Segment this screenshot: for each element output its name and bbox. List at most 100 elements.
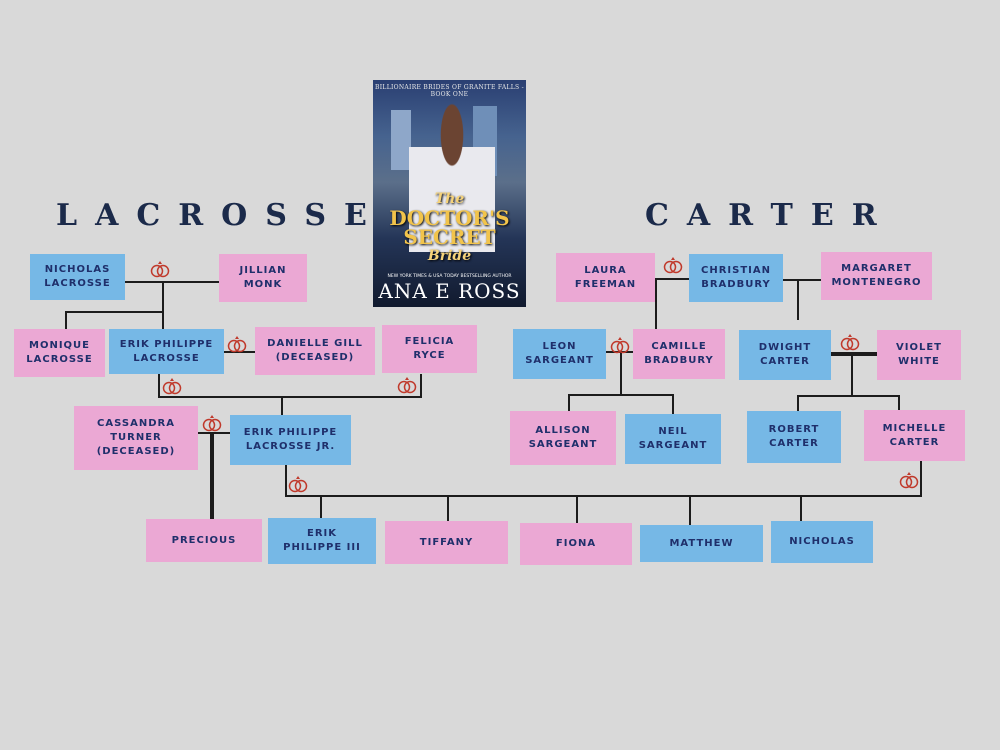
wedding-rings-icon [288, 476, 308, 493]
person-name: FELICIA RYCE [404, 336, 455, 361]
connector-line [420, 374, 422, 398]
person-name: FIONA [555, 538, 597, 549]
connector-line [210, 432, 214, 520]
person-dwight-carter: DWIGHT CARTER [739, 330, 831, 380]
person-nicholas-lacrosse: NICHOLAS LACROSSE [30, 254, 125, 300]
wedding-rings-icon [227, 336, 247, 353]
person-name: LAURA FREEMAN [574, 264, 637, 290]
connector-line [158, 396, 422, 398]
person-name: NICHOLAS LACROSSE [44, 264, 111, 289]
connector-line [898, 395, 900, 411]
person-monique-lacrosse: MONIQUE LACROSSE [14, 329, 105, 377]
connector-line [568, 394, 674, 396]
person-neil-sargeant: NEIL SARGEANT [625, 414, 721, 464]
connector-line [800, 495, 802, 523]
person-leon-sargeant: LEON SARGEANT [513, 329, 606, 379]
person-felicia-ryce: FELICIA RYCE [382, 325, 477, 373]
person-name: MATTHEW [669, 537, 734, 549]
person-michelle-carter: MICHELLE CARTER [864, 410, 965, 461]
building-shape [391, 110, 411, 170]
person-name: MARGARET MONTENEGRO [831, 263, 922, 288]
connector-line [65, 311, 67, 330]
book-series: BILLIONAIRE BRIDES OF GRANITE FALLS - BO… [375, 84, 524, 98]
connector-line [125, 281, 220, 283]
connector-line [620, 352, 622, 396]
person-fiona: FIONA [520, 523, 632, 565]
person-tiffany: TIFFANY [385, 521, 508, 564]
person-name: PRECIOUS [171, 534, 237, 546]
wedding-rings-icon [202, 415, 222, 432]
connector-line [447, 495, 449, 521]
person-laura-freeman: LAURA FREEMAN [556, 253, 655, 302]
person-christian-bradbury: CHRISTIAN BRADBURY [689, 254, 783, 302]
person-name: NEIL SARGEANT [638, 426, 708, 451]
person-erik-philippe-lacrosse-jr: ERIK PHILIPPE LACROSSE JR. [230, 415, 351, 465]
person-precious: PRECIOUS [146, 519, 262, 562]
person-name: CASSANDRA TURNER (DECEASED) [96, 418, 176, 457]
connector-line [320, 495, 322, 519]
wedding-rings-icon [397, 377, 417, 394]
person-name: ERIK PHILIPPE III [283, 528, 361, 553]
person-erik-philippe-lacrosse: ERIK PHILIPPE LACROSSE [109, 329, 224, 374]
person-jillian-monk: JILLIAN MONK [219, 254, 307, 302]
person-erik-philippe-iii: ERIK PHILIPPE III [268, 518, 376, 564]
book-byline: NEW YORK TIMES & USA TODAY BESTSELLING A… [387, 274, 512, 279]
wedding-rings-icon [150, 261, 170, 278]
connector-line [197, 432, 231, 434]
connector-line [162, 311, 164, 330]
person-name: TIFFANY [419, 536, 474, 548]
person-name: CHRISTIAN BRADBURY [701, 265, 771, 290]
person-matthew: MATTHEW [640, 525, 763, 562]
person-camille-bradbury: CAMILLE BRADBURY [633, 329, 725, 379]
person-name: MICHELLE CARTER [882, 422, 947, 448]
connector-line [851, 354, 853, 396]
person-margaret-montenegro: MARGARET MONTENEGRO [821, 252, 932, 300]
person-name: DWIGHT CARTER [758, 342, 812, 367]
connector-line [920, 461, 922, 497]
connector-line [285, 465, 287, 497]
wedding-rings-icon [840, 334, 860, 351]
book-title: The DOCTOR'S SECRET Bride [373, 190, 526, 266]
wedding-rings-icon [899, 472, 919, 489]
person-name: JILLIAN MONK [239, 265, 287, 290]
lacrosse-family-title: LACROSSE [56, 198, 385, 233]
person-name: MONIQUE LACROSSE [26, 340, 93, 365]
connector-line [576, 495, 578, 523]
connector-line [281, 396, 283, 416]
person-cassandra-turner: CASSANDRA TURNER (DECEASED) [74, 406, 198, 470]
person-nicholas: NICHOLAS [771, 521, 873, 563]
person-allison-sargeant: ALLISON SARGEANT [510, 411, 616, 465]
wedding-rings-icon [162, 378, 182, 395]
book-title-secret: SECRET [403, 225, 496, 249]
book-cover: BILLIONAIRE BRIDES OF GRANITE FALLS - BO… [373, 80, 526, 307]
connector-line [568, 394, 570, 412]
connector-line [672, 394, 674, 414]
wedding-rings-icon [610, 337, 630, 354]
connector-line [65, 311, 164, 313]
person-violet-white: VIOLET WHITE [877, 330, 961, 380]
connector-line [162, 281, 164, 311]
person-name: VIOLET WHITE [896, 342, 942, 367]
connector-line [797, 280, 799, 320]
person-name: CAMILLE BRADBURY [644, 341, 714, 366]
person-danielle-gill: DANIELLE GILL (DECEASED) [255, 327, 375, 375]
connector-line [158, 373, 160, 397]
person-name: ROBERT CARTER [768, 424, 820, 449]
book-title-the: The [434, 191, 465, 207]
connector-line [285, 495, 922, 497]
person-robert-carter: ROBERT CARTER [747, 411, 841, 463]
connector-line [797, 395, 900, 397]
person-name: ALLISON SARGEANT [528, 425, 598, 450]
connector-line [689, 495, 691, 525]
wedding-rings-icon [663, 257, 683, 274]
connector-line [830, 352, 878, 356]
connector-line [655, 278, 690, 280]
connector-line [797, 395, 799, 412]
person-name: DANIELLE GILL (DECEASED) [267, 338, 363, 363]
book-title-bride: Bride [427, 248, 472, 264]
connector-line [655, 278, 657, 329]
person-name: NICHOLAS [789, 536, 855, 547]
person-name: LEON SARGEANT [525, 341, 594, 366]
book-title-doctors: DOCTOR'S [389, 206, 510, 230]
cover-model-image [409, 102, 495, 252]
